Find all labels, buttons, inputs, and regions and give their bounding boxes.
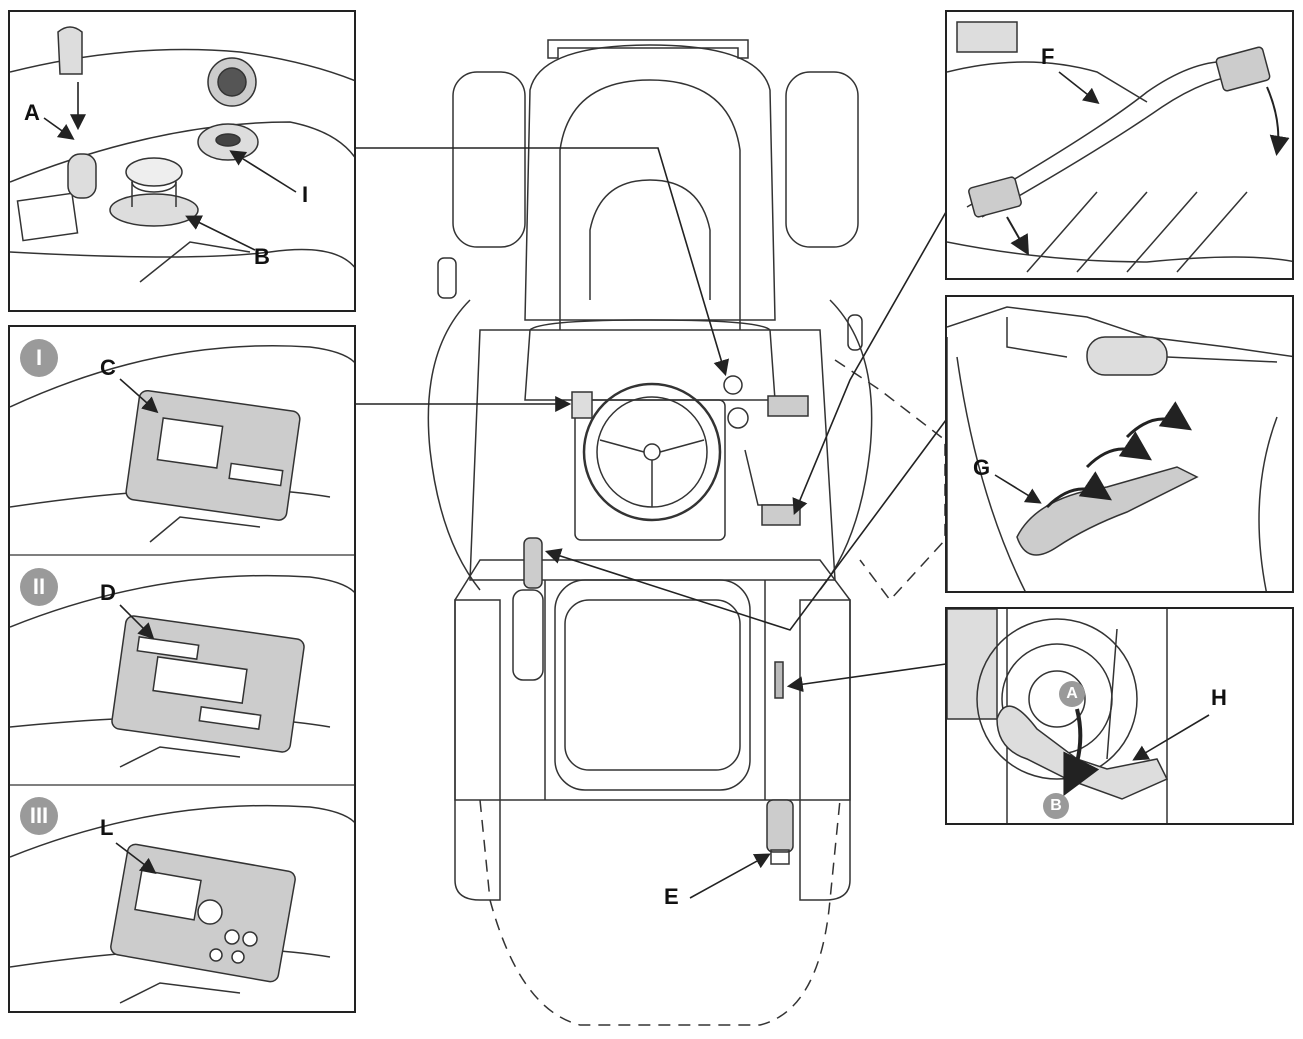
pedal-panel: F [945,10,1294,280]
label-h: H [1211,685,1227,710]
height-lever-drawing [947,306,1292,591]
variant-badge-i: I [20,339,58,377]
height-lever-panel: G [945,295,1294,593]
label-g: G [973,455,991,480]
blade-release-drawing [947,609,1210,823]
label-f: F [1041,44,1055,69]
ignition-panel-drawing [10,26,354,283]
label-d: D [100,580,116,605]
label-b: B [254,244,270,269]
pedal-panel-drawing [947,21,1292,273]
display-variants-drawing [10,345,354,1004]
display-variants-panel: I II III C D L [8,325,356,1013]
variant-badge-iii: III [20,797,58,835]
variant-badge-ii: II [20,568,58,606]
label-c: C [100,355,116,380]
label-a: A [24,100,40,125]
blade-release-panel: A B H [945,607,1294,825]
label-i: I [302,182,309,207]
label-l: L [100,815,114,840]
label-e: E [664,884,679,909]
ignition-panel: A I B [8,10,356,312]
blade-badge-a: A [1059,681,1085,707]
blade-badge-b: B [1043,793,1069,819]
